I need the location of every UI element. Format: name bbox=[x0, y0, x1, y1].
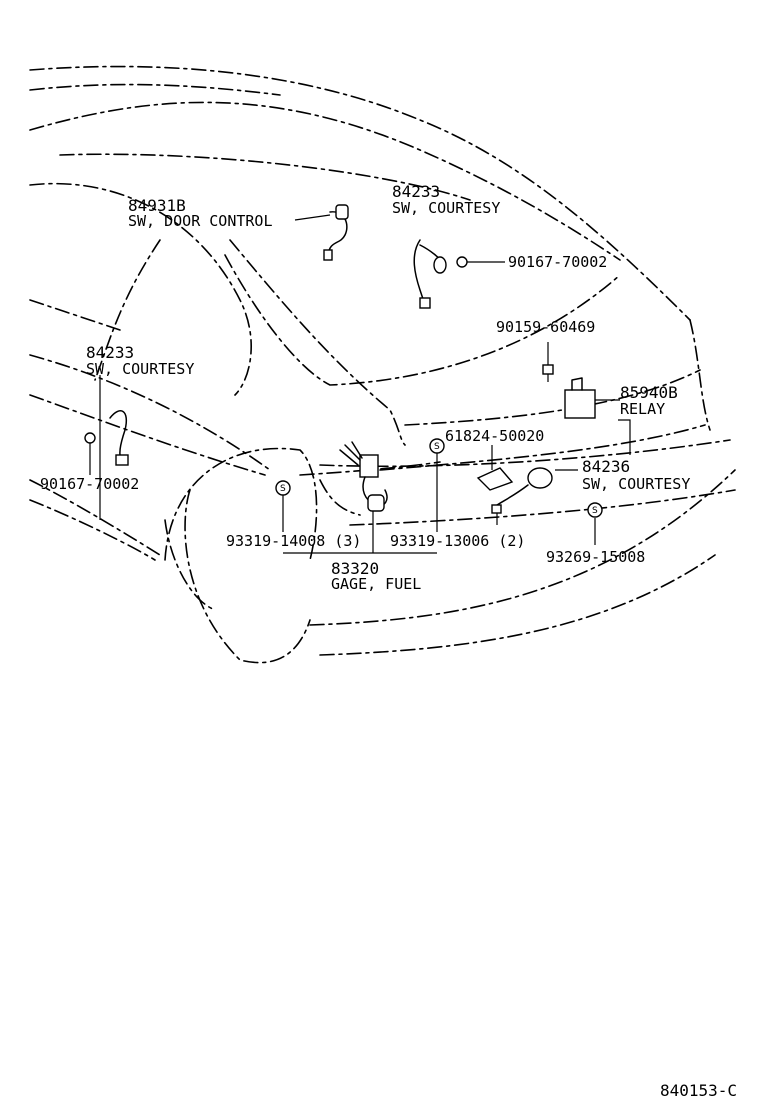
label-84236-name: SW, COURTESY bbox=[582, 475, 690, 493]
bumper-lower-edge bbox=[319, 554, 716, 656]
wheel-outer bbox=[184, 489, 311, 664]
bumper-top bbox=[319, 439, 731, 468]
roof-line-outer bbox=[29, 65, 691, 321]
label-61824: 61824-50020 bbox=[445, 427, 544, 445]
label-93319-13006: 93319-13006 (2) bbox=[390, 532, 525, 550]
label-84931B-name: SW, DOOR CONTROL bbox=[128, 212, 273, 230]
label-84233-left-number: 84233 bbox=[86, 343, 134, 362]
wheel-arch-outer bbox=[164, 447, 318, 561]
quarter-panel-top bbox=[29, 354, 271, 471]
courtesy-switch-right-part bbox=[491, 467, 553, 514]
door-control-switch-part bbox=[323, 204, 349, 261]
bolt-part-90159 bbox=[542, 364, 554, 382]
tail-lamp bbox=[319, 479, 361, 516]
trunk-lid-front bbox=[224, 254, 621, 386]
label-84233-top-number: 84233 bbox=[392, 182, 440, 201]
courtesy-switch-top-part bbox=[413, 239, 468, 309]
svg-text:S: S bbox=[592, 506, 598, 516]
screw-symbol-a: S bbox=[275, 480, 291, 496]
svg-text:S: S bbox=[280, 484, 286, 494]
label-83320-name: GAGE, FUEL bbox=[331, 575, 421, 593]
diagram-code: 840153-C bbox=[660, 1081, 737, 1100]
trunk-lid-right bbox=[689, 319, 711, 431]
courtesy-switch-left-part bbox=[84, 410, 129, 466]
label-84931B-number: 84931B bbox=[128, 196, 186, 215]
quarter-panel-line bbox=[29, 394, 266, 476]
label-85940B-number: 85940B bbox=[620, 383, 678, 402]
fuel-gage-part bbox=[339, 441, 388, 512]
label-90167-left: 90167-70002 bbox=[40, 475, 139, 493]
svg-text:S: S bbox=[434, 442, 440, 452]
bumper-bottom bbox=[309, 469, 736, 626]
plate-part-61824 bbox=[476, 467, 514, 491]
label-90167-top: 90167-70002 bbox=[508, 253, 607, 271]
side-belt-line bbox=[29, 479, 161, 556]
roof-edge bbox=[29, 83, 281, 96]
leader-84931B bbox=[294, 214, 331, 221]
screw-symbol-b: S bbox=[429, 438, 445, 454]
trunk-lid-edge bbox=[229, 239, 406, 446]
screw-symbol-c: S bbox=[587, 502, 603, 518]
label-90159: 90159-60469 bbox=[496, 318, 595, 336]
label-85940B-name: RELAY bbox=[620, 400, 665, 418]
label-83320-number: 83320 bbox=[331, 559, 379, 578]
roof-line-inner bbox=[29, 101, 621, 261]
relay-part bbox=[564, 377, 596, 419]
rear-window-top bbox=[59, 153, 471, 201]
trunk-sill bbox=[299, 461, 441, 476]
wheel-inner bbox=[164, 519, 216, 611]
label-84233-left-name: SW, COURTESY bbox=[86, 360, 194, 378]
bumper-face bbox=[349, 489, 736, 526]
relay-bracket-line bbox=[618, 419, 631, 455]
side-lower bbox=[29, 499, 156, 561]
label-84236-number: 84236 bbox=[582, 457, 630, 476]
c-pillar bbox=[94, 239, 161, 381]
label-84233-top-name: SW, COURTESY bbox=[392, 199, 500, 217]
rear-window-left bbox=[29, 182, 252, 396]
label-93269-15008: 93269-15008 bbox=[546, 548, 645, 566]
left-edge-1 bbox=[29, 299, 121, 331]
label-93319-14008: 93319-14008 (3) bbox=[226, 532, 361, 550]
trunk-rear-top bbox=[404, 369, 701, 426]
